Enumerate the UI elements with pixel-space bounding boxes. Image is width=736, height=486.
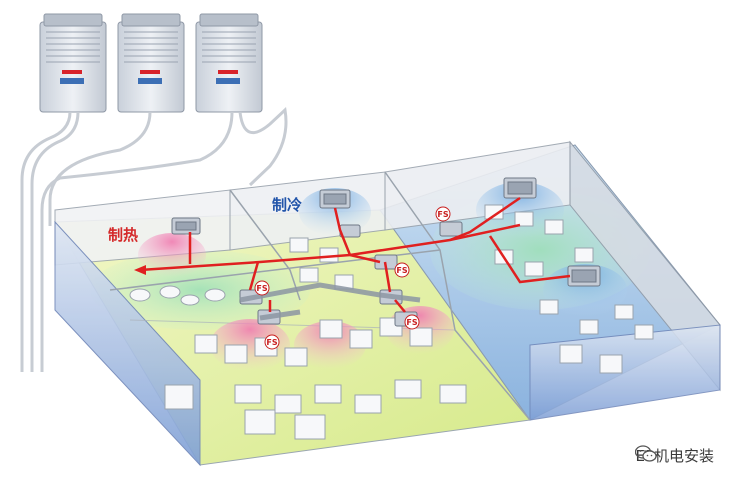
refrigerant-pipes-indoor bbox=[134, 196, 571, 313]
cassette-indoor-unit-icon bbox=[503, 177, 537, 199]
fs-marker: FS bbox=[264, 334, 280, 350]
fs-marker: FS bbox=[254, 280, 270, 296]
svg-text:FS: FS bbox=[256, 284, 267, 293]
refrigerant-pipes-grey bbox=[239, 282, 421, 321]
office-furniture bbox=[129, 204, 654, 440]
cassette-indoor-unit-icon bbox=[171, 217, 201, 235]
svg-text:FS: FS bbox=[437, 210, 448, 219]
cooling-label: 制冷 bbox=[272, 196, 302, 214]
outdoor-units bbox=[39, 13, 263, 113]
outdoor-unit-icon bbox=[39, 13, 107, 113]
outdoor-unit-icon bbox=[195, 13, 263, 113]
outdoor-unit-icon bbox=[117, 13, 185, 113]
wechat-icon bbox=[635, 445, 658, 462]
cassette-indoor-unit-icon bbox=[319, 189, 351, 209]
watermark-text: EP机电安装 bbox=[635, 447, 714, 465]
fs-marker: FS bbox=[404, 314, 420, 330]
watermark: EP机电安装 bbox=[635, 445, 714, 466]
svg-text:FS: FS bbox=[406, 318, 417, 327]
warm-air-plume bbox=[294, 321, 366, 369]
cassette-indoor-unit-icon bbox=[567, 265, 601, 287]
heating-label: 制热 bbox=[108, 226, 138, 244]
refrigerant-pipes-outdoor bbox=[20, 106, 288, 372]
svg-text:FS: FS bbox=[266, 338, 277, 347]
fs-marker: FS bbox=[394, 262, 410, 278]
svg-text:FS: FS bbox=[396, 266, 407, 275]
cool-air-plume bbox=[476, 182, 564, 238]
fs-marker: FS bbox=[435, 206, 451, 222]
fs-markers: FS FS FS FS FS bbox=[254, 206, 451, 350]
